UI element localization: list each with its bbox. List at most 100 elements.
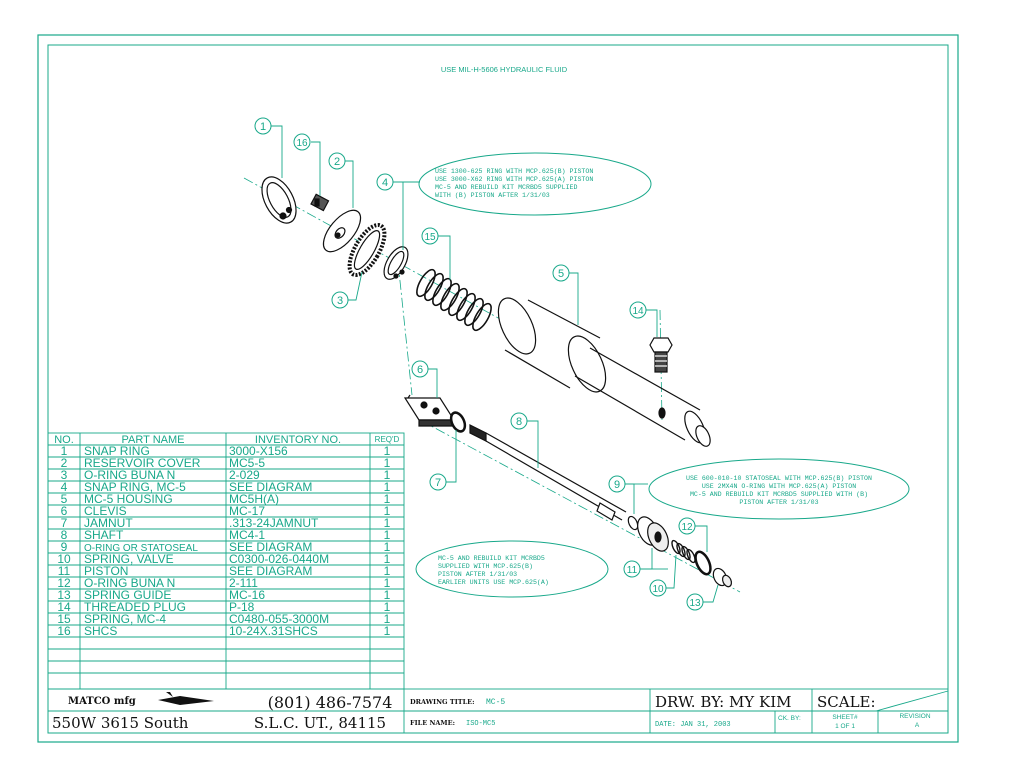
company-phone: (801) 486-7574 [268, 693, 393, 712]
drawing-date: DATE: JAN 31, 2003 [655, 721, 731, 729]
qty-required: 1 [384, 528, 391, 542]
svg-text:6: 6 [417, 364, 423, 376]
o-ring-part [347, 223, 387, 277]
inventory-number: C0300-026-0440M [229, 552, 329, 566]
part-number: 7 [61, 516, 68, 530]
callout-14: 14 [629, 301, 647, 319]
center-axis-lines [243, 177, 741, 593]
inventory-number: C0480-055-3000M [229, 612, 329, 626]
threaded-plug-part [649, 337, 673, 373]
svg-text:16: 16 [296, 138, 308, 149]
part-number: 6 [61, 504, 68, 518]
inner-border [47, 44, 949, 734]
part-number: 14 [57, 600, 71, 614]
qty-required: 1 [384, 492, 391, 506]
part-number: 9 [61, 540, 68, 554]
shaft-part [469, 424, 627, 521]
part-number: 12 [57, 576, 71, 590]
callout-7: 7 [429, 473, 447, 491]
qty-required: 1 [384, 516, 391, 530]
o-ring-2111-part [694, 550, 712, 576]
part-name: PISTON [84, 564, 128, 578]
leader-lines [271, 125, 719, 603]
svg-text:9: 9 [614, 479, 620, 491]
drawing-title-label: DRAWING TITLE: [410, 698, 475, 706]
qty-required: 1 [384, 564, 391, 578]
svg-text:10: 10 [652, 584, 664, 595]
inventory-number: .313-24JAMNUT [229, 516, 319, 530]
title-block-grid [47, 688, 949, 734]
inventory-number: 3000-X156 [229, 444, 288, 458]
airplane-logo-icon [158, 696, 214, 705]
part-number: 11 [58, 564, 71, 578]
inventory-number: SEE DIAGRAM [229, 564, 312, 578]
snap-ring-mc5-part [383, 246, 409, 280]
inventory-number: MC4-1 [229, 528, 265, 542]
qty-required: 1 [384, 468, 391, 482]
svg-text:12: 12 [681, 522, 693, 533]
mc5-housing-part [497, 297, 711, 447]
jamnut-part [449, 411, 467, 433]
inventory-number: SEE DIAGRAM [229, 540, 312, 554]
svg-text:4: 4 [382, 177, 388, 189]
part-name: O-RING BUNA N [84, 576, 175, 590]
revision-label: REVISION [899, 713, 930, 720]
inventory-number: MC-16 [229, 588, 265, 602]
inventory-number: 2-111 [229, 576, 258, 590]
inventory-number: MC5-5 [229, 456, 265, 470]
inventory-number: P-18 [229, 600, 255, 614]
callout-5: 5 [552, 264, 570, 282]
table-row: 14 THREADED PLUG P-18 1 [57, 600, 390, 614]
svg-text:NO.: NO. [54, 434, 74, 446]
svg-text:1: 1 [260, 121, 266, 133]
note-9-bubble: USE 600-010-10 STATOSEAL WITH MCP.625(B)… [648, 458, 910, 520]
sheet-value: 1 OF 1 [835, 723, 855, 730]
svg-text:USE 600-010-10 STATOSEAL WITH: USE 600-010-10 STATOSEAL WITH MCP.625(B)… [686, 475, 872, 482]
drawn-by: DRW. BY: MY KIM [655, 693, 791, 711]
part-number: 15 [57, 612, 71, 626]
part-name: RESERVOIR COVER [84, 456, 201, 470]
svg-text:3: 3 [337, 295, 343, 307]
part-name: SPRING, VALVE [84, 552, 174, 566]
callout-11: 11 [623, 560, 641, 578]
part-number: 10 [57, 552, 71, 566]
svg-text:5: 5 [558, 268, 564, 280]
part-name: SHAFT [84, 528, 124, 542]
part-name: MC-5 HOUSING [84, 492, 173, 506]
part-name: O-RING BUNA N [84, 468, 175, 482]
svg-text:MC-5 AND REBUILD KIT MCRBD5 SU: MC-5 AND REBUILD KIT MCRBD5 SUPPLIED [435, 184, 577, 191]
svg-text:14: 14 [632, 306, 644, 317]
inventory-number: MC5H(A) [229, 492, 279, 506]
svg-text:REQ'D: REQ'D [375, 435, 400, 444]
statoseal-part [627, 515, 639, 531]
spring-mc4-part [416, 268, 492, 332]
drawing-title-value: MC-5 [486, 698, 505, 707]
qty-required: 1 [384, 612, 391, 626]
svg-text:PISTON AFTER 1/31/03: PISTON AFTER 1/31/03 [438, 571, 517, 578]
part-number: 8 [61, 528, 68, 542]
part-name: CLEVIS [84, 504, 127, 518]
spring-guide-part [712, 567, 733, 588]
callout-3: 3 [331, 291, 349, 309]
svg-text:USE 1300-625 RING WITH MCP.625: USE 1300-625 RING WITH MCP.625(B) PISTON [435, 168, 593, 175]
callout-16: 16 [293, 133, 311, 151]
qty-required: 1 [384, 588, 391, 602]
svg-text:MC-5 AND REBUILD KIT MCRBD5 SU: MC-5 AND REBUILD KIT MCRBD5 SUPPLIED WIT… [690, 491, 868, 498]
svg-text:MATCO mfg: MATCO mfg [68, 696, 136, 707]
file-name-label: FILE NAME: [410, 719, 455, 727]
part-name: JAMNUT [84, 516, 133, 530]
scale-label: SCALE: [817, 693, 876, 711]
svg-text:PART NAME: PART NAME [122, 434, 185, 446]
valve-spring-part [671, 539, 696, 564]
qty-required: 1 [384, 600, 391, 614]
part-number: 4 [61, 480, 68, 494]
svg-text:INVENTORY NO.: INVENTORY NO. [255, 434, 341, 446]
company-city: S.L.C. UT., 84115 [254, 714, 386, 732]
outer-border [37, 34, 959, 743]
table-row: 11 PISTON SEE DIAGRAM 1 [58, 564, 391, 578]
part-name: THREADED PLUG [84, 600, 186, 614]
